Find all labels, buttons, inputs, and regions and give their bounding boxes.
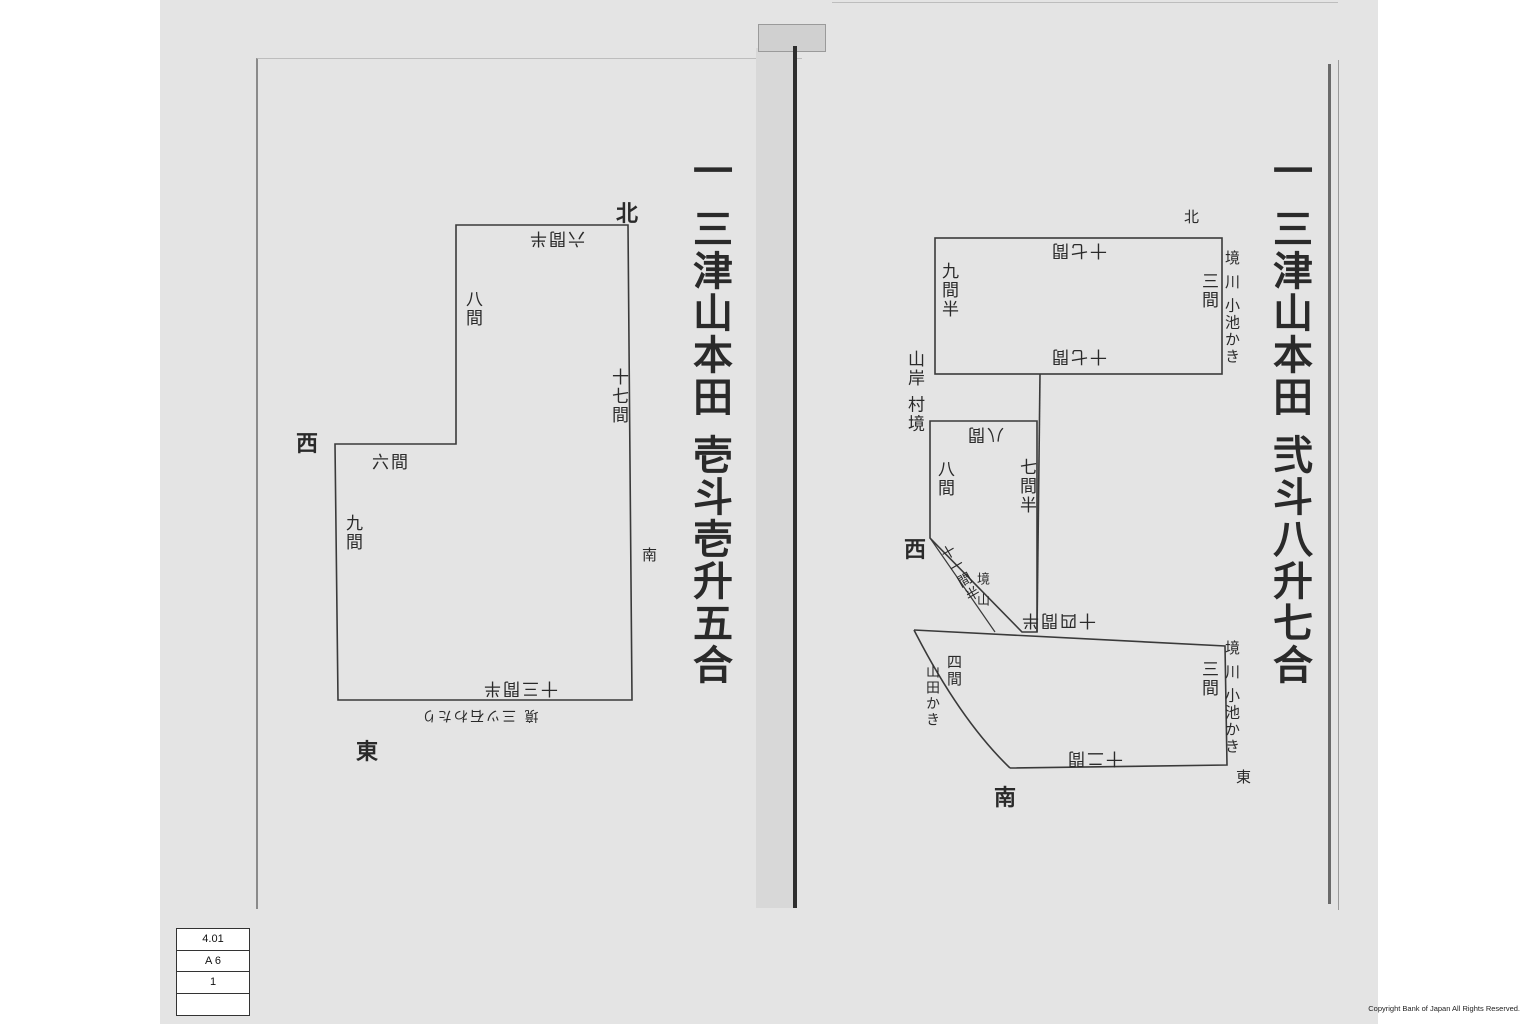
right-label-upper-bottom: 十七間 [1050,346,1107,366]
left-label-top: 六間半 [528,228,585,248]
right-label-lower-right: 三間 [1198,660,1218,698]
left-label-step: 六間 [372,453,410,473]
left-label-bottom: 十三間半 [482,678,558,698]
page-edge [1328,64,1331,904]
right-label-upper-right: 三間 [1198,272,1218,310]
stamp-line-1: 4.01 [177,929,249,951]
right-plot-upper [934,237,1223,375]
right-label-mid-right: 七間半 [1016,458,1036,515]
left-page-title: 一 三津山本田 壱斗壱升五合 [686,150,733,686]
right-label-upper-right-note: 境 川 小池かき [1223,250,1241,366]
right-label-lower-bottom: 十二間 [1066,748,1123,768]
right-label-upper-top: 十七間 [1050,240,1107,260]
book-spine [793,46,797,908]
left-label-lower-left: 九間 [342,514,362,552]
page-edge-outer [1338,60,1339,910]
right-direction-south: 南 [994,785,1017,811]
left-direction-north: 北 [616,201,639,227]
right-label-mid-top: 八間 [966,424,1004,444]
left-plot-outline [334,224,633,701]
binding-strip [758,24,826,52]
left-label-right: 十七間 [608,368,628,425]
right-plot-lower [913,629,1228,769]
right-label-upper-left: 九間半 [938,262,958,319]
right-plot-middle [929,420,1038,633]
right-page-title: 一 三津山本田 弐斗八升七合 [1266,150,1313,686]
left-page [256,58,802,909]
left-label-upper-left: 八間 [462,290,482,328]
stamp-line-3: 1 [177,972,249,994]
right-plot-lower-arc [913,629,1011,769]
right-plot-diagonal-inner [929,537,996,633]
right-label-lower-top: 十四間半 [1020,610,1096,630]
right-label-mid-left-inner: 八間 [934,460,954,498]
right-label-mid-left-outer: 山岸 村境 [904,350,924,434]
right-label-lower-arc-note: 山田かき [924,664,940,728]
left-direction-south: 南 [642,546,658,564]
copyright-notice: Copyright Bank of Japan All Rights Reser… [1368,1004,1520,1013]
left-label-bottom-note: 境 三ツ石わたり [420,707,539,723]
scanned-document [160,0,1378,1024]
archive-stamp: 4.01 A 6 1 [176,928,250,1016]
right-label-diagonal-note: 境 山 [974,572,989,609]
left-direction-west: 西 [296,431,319,457]
right-label-lower-right-note: 境 川 小池かき [1223,640,1241,756]
right-direction-east: 東 [1236,768,1252,786]
right-label-lower-arc: 四間 [945,654,963,688]
left-direction-east: 東 [356,739,379,765]
right-direction-north: 北 [1184,208,1200,226]
book-gutter [756,48,796,908]
stamp-line-4 [177,994,249,1015]
stamp-line-2: A 6 [177,951,249,972]
right-page [832,2,1338,908]
right-direction-west: 西 [904,537,927,563]
